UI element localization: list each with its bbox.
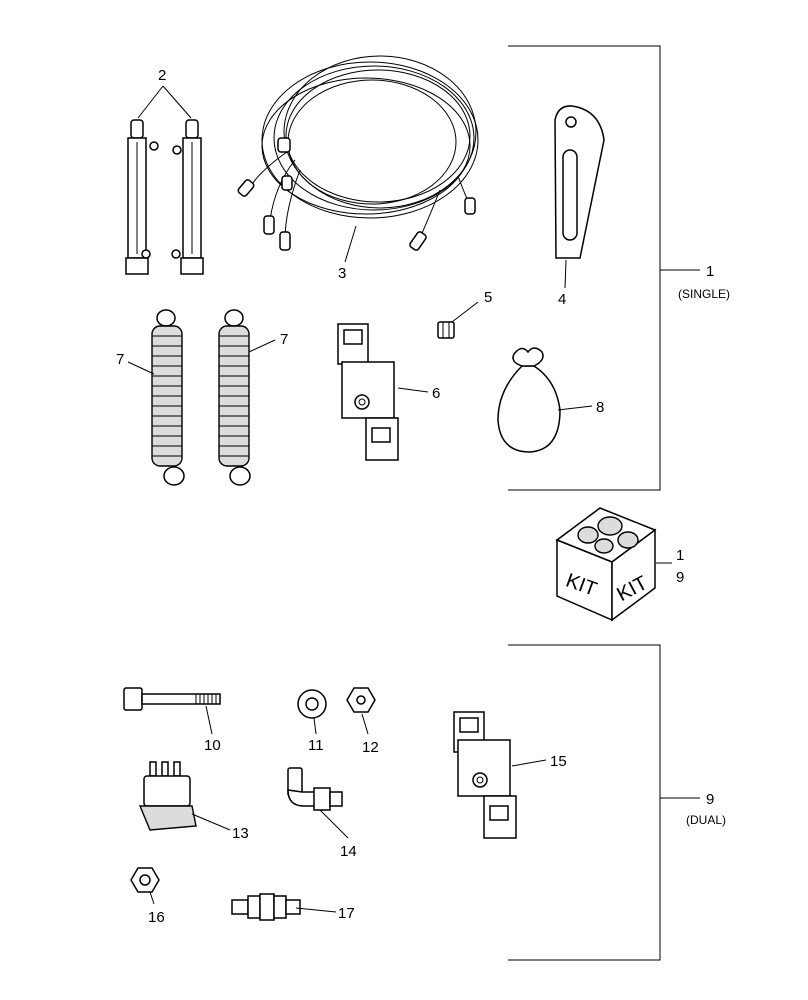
union-fitting (231, 893, 301, 921)
connector-leader (451, 301, 479, 323)
callout-12: 12 (362, 739, 379, 756)
elbow-leader (319, 809, 349, 839)
valve-dual (453, 711, 517, 839)
switch-leader (191, 813, 231, 831)
callout-13: 13 (232, 825, 249, 842)
valve-dual-leader (511, 759, 547, 767)
callout-2: 2 (158, 67, 166, 84)
kit-callout-1: 1 (676, 547, 684, 564)
small-connector (437, 321, 455, 339)
callout-14: 14 (340, 843, 357, 860)
kit-callout-9: 9 (676, 569, 684, 586)
elbow-fitting (287, 767, 343, 811)
lock-nut (130, 867, 160, 893)
callout-5: 5 (484, 289, 492, 306)
callout-1-single: 1 (706, 263, 714, 280)
bolt-leader (205, 705, 213, 735)
callout-15: 15 (550, 753, 567, 770)
hose-bundle (237, 55, 479, 251)
bag-leader (557, 405, 593, 411)
callout-9-dual: 9 (706, 791, 714, 808)
callout-10: 10 (204, 737, 221, 754)
dual-note: (DUAL) (686, 813, 726, 827)
washer-leader (313, 717, 317, 735)
callout-17: 17 (338, 905, 355, 922)
callout-7-right: 7 (280, 331, 288, 348)
spring-right (218, 309, 251, 486)
spring-left (151, 309, 185, 486)
spring-left-leader (127, 361, 155, 375)
callout-8: 8 (596, 399, 604, 416)
single-group-bracket (508, 45, 700, 491)
callout-6: 6 (432, 385, 440, 402)
callout-7-left: 7 (116, 351, 124, 368)
hardware-bag (497, 347, 561, 453)
kit-box: KIT KIT (555, 507, 657, 622)
cylinder-pair (125, 119, 204, 275)
callout-3: 3 (338, 265, 346, 282)
dual-group-bracket (508, 644, 700, 961)
bolt (123, 687, 221, 711)
nut-leader (361, 713, 369, 735)
valve-leader (397, 387, 429, 393)
mounting-bracket (554, 105, 605, 259)
valve-single (337, 323, 399, 461)
callout-4: 4 (558, 291, 566, 308)
callout-16: 16 (148, 909, 165, 926)
lock-nut-leader (149, 891, 155, 905)
hose-leader (344, 225, 357, 263)
bracket-leader (564, 259, 567, 289)
spring-right-leader (248, 339, 276, 353)
union-leader (295, 907, 337, 913)
rocker-switch (138, 761, 197, 831)
cylinder-leader (137, 85, 192, 119)
callout-11: 11 (308, 737, 324, 754)
single-note: (SINGLE) (678, 287, 730, 301)
nut (346, 687, 376, 713)
washer (297, 689, 327, 719)
